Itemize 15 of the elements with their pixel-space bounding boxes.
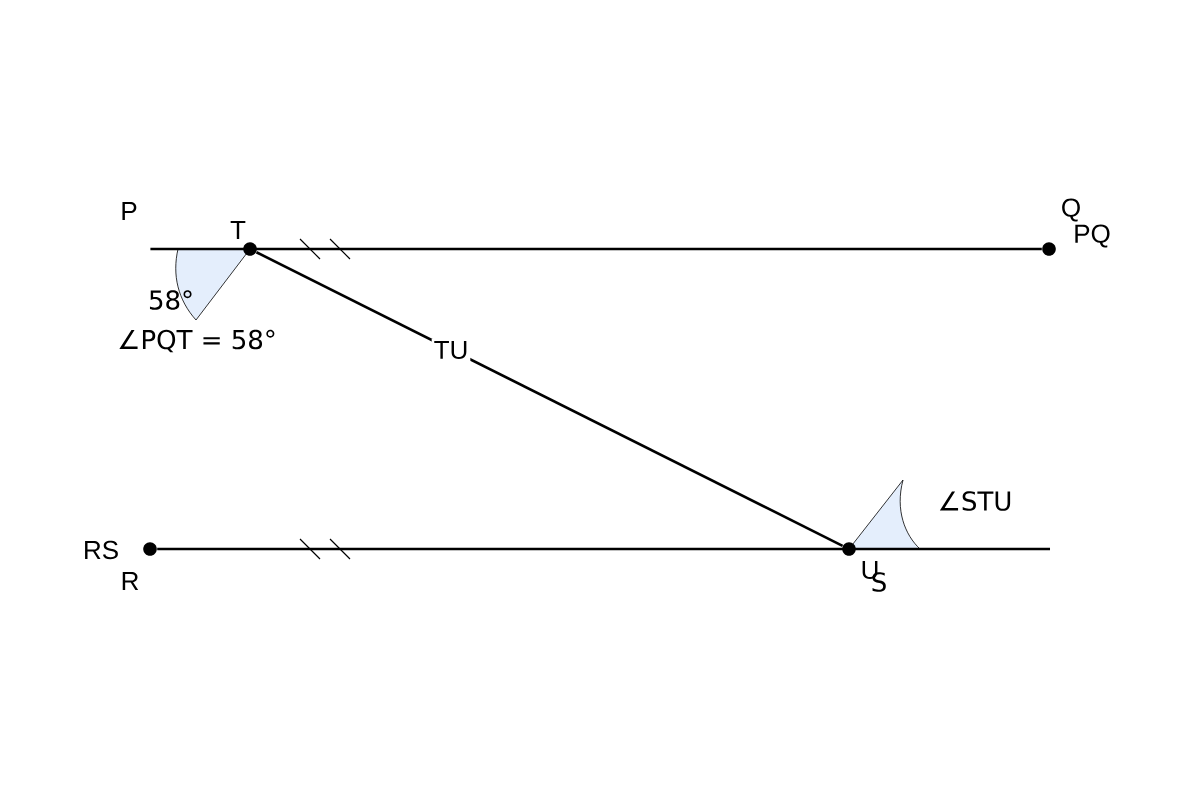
line-segment <box>157 547 1050 551</box>
node-label: T <box>230 221 246 239</box>
edge-label: PQ <box>1071 222 1113 250</box>
edge-label: RS <box>80 538 122 562</box>
point: T <box>230 221 257 256</box>
point: R <box>122 542 157 590</box>
line-segment <box>150 247 1042 251</box>
node-label: R <box>122 572 139 590</box>
point: P <box>122 202 137 220</box>
angle-label: ∠STU <box>939 491 1011 511</box>
angle-label: ∠PQT = 58° <box>119 329 275 353</box>
edge-label: TU <box>431 338 471 362</box>
angle-label: 58° <box>149 290 192 310</box>
node-label: Q <box>1062 198 1080 222</box>
line-segment <box>255 251 844 547</box>
